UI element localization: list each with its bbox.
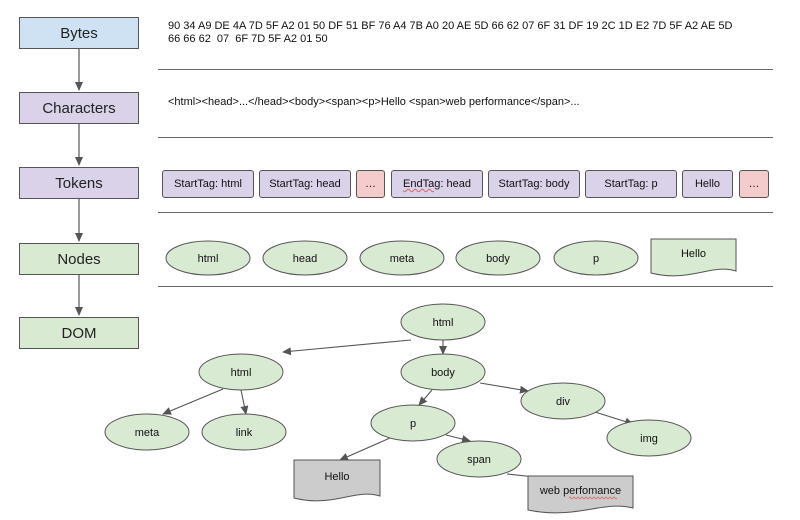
- stage-bytes: Bytes: [19, 17, 139, 49]
- token-ellipsis: …: [356, 170, 385, 198]
- dom-node-img: img: [606, 419, 692, 457]
- node-label: Hello: [681, 248, 706, 260]
- node-p: p: [553, 240, 639, 276]
- dom-edge-body-div: [479, 382, 529, 394]
- dom-edge-root-html2: [282, 339, 412, 356]
- node-html: html: [165, 240, 251, 276]
- dom-edge-html2-meta: [162, 388, 224, 415]
- node-label: web perfomance: [539, 485, 621, 497]
- token-label: StartTag: p: [604, 178, 658, 190]
- node-label: html: [198, 253, 219, 265]
- dom-edge-p-span: [445, 434, 471, 443]
- dom-node-div: div: [520, 382, 606, 420]
- node-body: body: [455, 240, 541, 276]
- bytes-text: 90 34 A9 DE 4A 7D 5F A2 01 50 DF 51 BF 7…: [168, 20, 733, 45]
- separator-line: [158, 137, 773, 138]
- token: StartTag: p: [585, 170, 677, 198]
- stage-tokens: Tokens: [19, 167, 139, 199]
- separator-line: [158, 286, 773, 287]
- spellcheck-underline: [568, 496, 618, 500]
- node-label: img: [640, 433, 658, 445]
- dom-node-webperf: web perfomance: [527, 475, 634, 514]
- token: Hello: [682, 170, 733, 198]
- dom-node-html2: html: [198, 353, 284, 391]
- stage-dom: DOM: [19, 317, 139, 349]
- token-label: …: [748, 178, 760, 190]
- node-label: body: [431, 367, 455, 379]
- node-head: head: [262, 240, 348, 276]
- dom-edge-html2-link: [240, 389, 249, 415]
- node-label: meta: [390, 253, 415, 265]
- token: StartTag: html: [162, 170, 254, 198]
- token-label: EndTag: head: [403, 178, 471, 190]
- dom-edge-div-img: [594, 411, 634, 426]
- node-label: p: [593, 253, 599, 265]
- dom-node-p: p: [370, 404, 456, 442]
- token-ellipsis: …: [739, 170, 769, 198]
- node-label: body: [486, 253, 510, 265]
- dom-node-link: link: [201, 413, 287, 451]
- dom-node-body: body: [400, 353, 486, 391]
- node-label: meta: [135, 427, 160, 439]
- node-label: p: [410, 418, 416, 430]
- stage-characters: Characters: [19, 92, 139, 124]
- node-label: div: [556, 396, 571, 408]
- node-label: head: [293, 253, 317, 265]
- dom-node-root: html: [400, 303, 486, 341]
- separator-line: [158, 69, 773, 70]
- node-label: span: [467, 454, 491, 466]
- stage-nodes: Nodes: [19, 243, 139, 275]
- node-label: html: [231, 367, 252, 379]
- token-label: StartTag: head: [269, 178, 341, 190]
- token-label: StartTag: html: [174, 178, 242, 190]
- node-meta: meta: [359, 240, 445, 276]
- token-label: StartTag: body: [498, 178, 570, 190]
- node-label: html: [433, 317, 454, 329]
- separator-line: [158, 212, 773, 213]
- dom-edge-p-hello: [339, 437, 391, 461]
- token: StartTag: body: [488, 170, 580, 198]
- characters-text: <html><head>...</head><body><span><p>Hel…: [168, 96, 580, 108]
- dom-node-span: span: [436, 440, 522, 478]
- token-label: …: [365, 178, 376, 190]
- dom-node-meta: meta: [104, 413, 190, 451]
- dom-edge-body-p: [418, 389, 433, 406]
- token: StartTag: head: [259, 170, 351, 198]
- node-label: Hello: [324, 471, 349, 483]
- token: EndTag: head: [391, 170, 483, 198]
- token-label: Hello: [694, 178, 721, 190]
- dom-node-hello: Hello: [293, 459, 381, 502]
- node-document-hello: Hello: [650, 238, 737, 277]
- node-label: link: [236, 427, 253, 439]
